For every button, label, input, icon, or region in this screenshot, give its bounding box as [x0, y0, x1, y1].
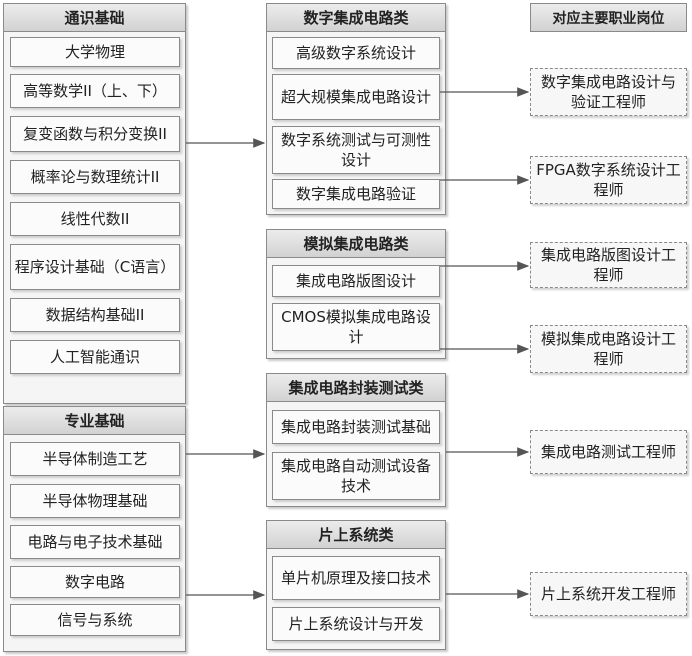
general-course-3: 复变函数与积分变换II	[10, 116, 180, 152]
major-course-2: 半导体物理基础	[10, 484, 180, 518]
digital-course-1: 高级数字系统设计	[272, 37, 440, 69]
soc-course-1: 单片机原理及接口技术	[272, 556, 440, 600]
analog-course-2: CMOS模拟集成电路设计	[272, 303, 440, 351]
analog-header: 模拟集成电路类	[266, 229, 446, 258]
job-5: 集成电路测试工程师	[530, 430, 687, 474]
general-course-7: 数据结构基础II	[10, 298, 180, 332]
job-2: FPGA数字系统设计工程师	[530, 156, 687, 204]
general-course-2: 高等数学II（上、下）	[10, 74, 180, 108]
general-course-4: 概率论与数理统计II	[10, 160, 180, 194]
job-1: 数字集成电路设计与验证工程师	[530, 68, 687, 116]
major-course-5: 信号与系统	[10, 604, 180, 636]
major-course-1: 半导体制造工艺	[10, 442, 180, 476]
jobs-header: 对应主要职业岗位	[530, 3, 687, 32]
job-3: 集成电路版图设计工程师	[530, 242, 687, 288]
general-course-6: 程序设计基础（C语言）	[10, 244, 180, 290]
major-course-3: 电路与电子技术基础	[10, 525, 180, 559]
job-6: 片上系统开发工程师	[530, 572, 687, 616]
package-course-1: 集成电路封装测试基础	[272, 410, 440, 444]
job-4: 模拟集成电路设计工程师	[530, 325, 687, 373]
general-course-1: 大学物理	[10, 37, 180, 67]
general-course-8: 人工智能通识	[10, 340, 180, 374]
package-header: 集成电路封装测试类	[266, 373, 446, 402]
general-header: 通识基础	[3, 3, 186, 32]
digital-course-2: 超大规模集成电路设计	[272, 74, 440, 120]
digital-course-3: 数字系统测试与可测性设计	[272, 126, 440, 174]
digital-header: 数字集成电路类	[266, 3, 446, 32]
general-course-5: 线性代数II	[10, 202, 180, 236]
soc-course-2: 片上系统设计与开发	[272, 607, 440, 641]
major-header: 专业基础	[3, 406, 186, 435]
package-course-2: 集成电路自动测试设备技术	[272, 452, 440, 500]
soc-header: 片上系统类	[266, 520, 446, 549]
major-course-4: 数字电路	[10, 566, 180, 598]
digital-course-4: 数字集成电路验证	[272, 179, 440, 209]
analog-course-1: 集成电路版图设计	[272, 265, 440, 297]
